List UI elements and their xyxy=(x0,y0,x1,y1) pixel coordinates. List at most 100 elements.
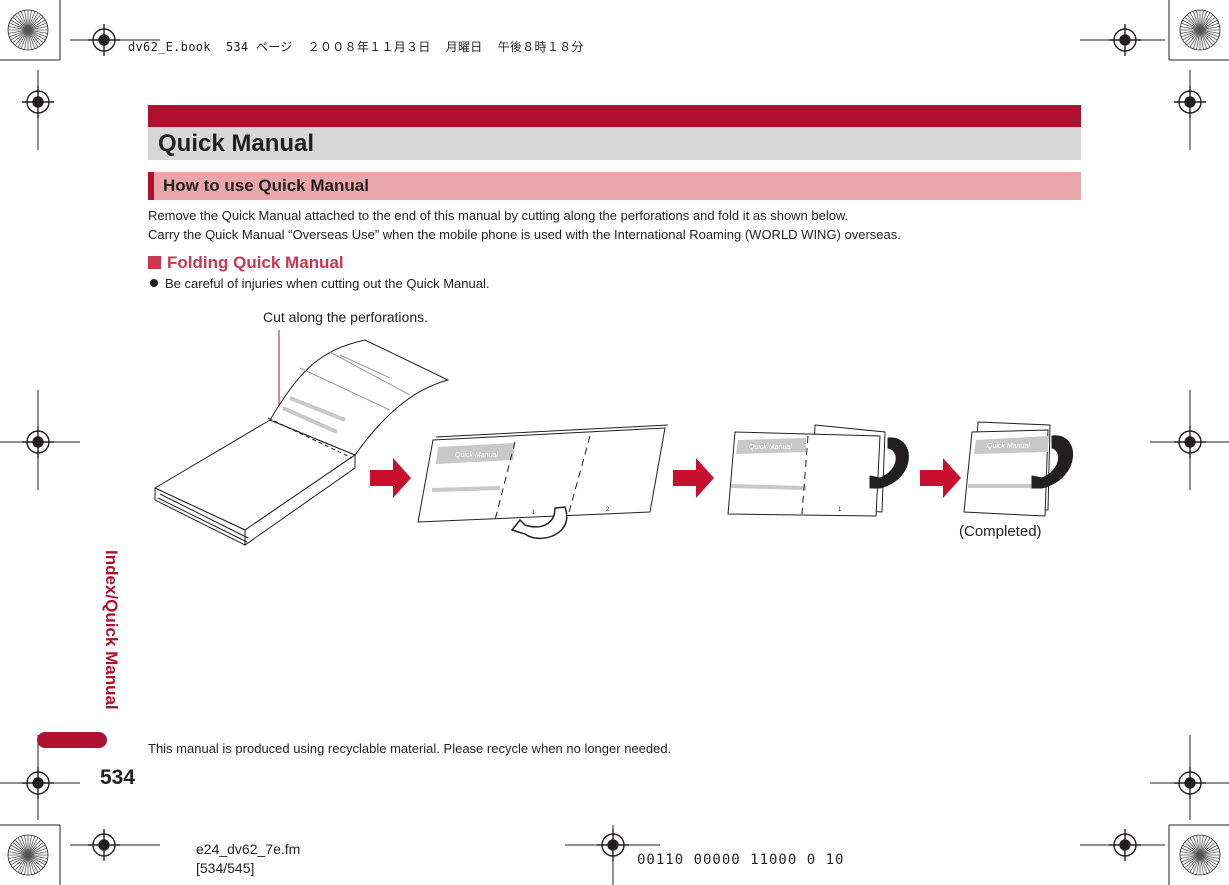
star-ray xyxy=(1199,29,1218,41)
footer-pages: [534/545] xyxy=(196,860,255,876)
fold-curl-arrow-icon xyxy=(510,506,568,540)
star-ray xyxy=(27,854,42,871)
star-ray xyxy=(8,851,29,856)
completed-label: (Completed) xyxy=(959,523,1042,540)
right-arrow-icon xyxy=(920,458,961,498)
star-ray xyxy=(27,29,42,46)
star-ray xyxy=(1192,854,1201,874)
star-ray xyxy=(27,14,42,31)
star-ray xyxy=(1199,29,1219,38)
manual-book-drawing xyxy=(153,339,450,546)
section-heading-text: Folding Quick Manual xyxy=(167,253,344,272)
star-ray xyxy=(14,839,29,856)
star-ray xyxy=(27,844,46,856)
star-ray xyxy=(1199,19,1218,31)
star-ray xyxy=(14,14,29,31)
star-ray xyxy=(27,29,46,41)
star-ray xyxy=(1184,841,1201,856)
star-ray xyxy=(1199,29,1220,34)
star-ray xyxy=(27,29,36,49)
star-ray xyxy=(1186,839,1201,856)
star-ray xyxy=(12,16,29,31)
star-ray xyxy=(27,16,44,31)
star-ray xyxy=(9,29,29,38)
star-ray xyxy=(1199,854,1214,871)
star-ray xyxy=(1189,837,1201,856)
star-ray xyxy=(20,836,29,856)
star-ray xyxy=(1199,854,1219,863)
star-ray xyxy=(14,29,29,46)
star-ray xyxy=(27,854,46,866)
star-ray xyxy=(10,19,29,31)
subtitle-bar-mark xyxy=(148,172,154,200)
star-ray xyxy=(1199,29,1214,46)
star-ray xyxy=(1186,14,1201,31)
page-title: Quick Manual xyxy=(158,130,315,157)
print-header: dv62_E.book 534 ページ ２００８年１１月３日 月曜日 午後８時１… xyxy=(128,40,584,54)
star-ray xyxy=(1199,29,1211,48)
star-ray xyxy=(12,841,29,856)
star-ray xyxy=(1199,854,1218,866)
star-ray xyxy=(1199,839,1214,856)
star-ray xyxy=(1196,29,1201,50)
fold-number-2: 2 xyxy=(606,507,610,513)
footer-filename: e24_dv62_7e.fm xyxy=(196,841,301,857)
star-ray xyxy=(24,10,29,31)
star-ray xyxy=(1181,22,1201,31)
star-ray xyxy=(1189,29,1201,48)
fold-number-3: 1 xyxy=(838,507,842,513)
booklet-label-1: Quick Manual xyxy=(455,452,498,459)
star-ray xyxy=(1180,29,1201,34)
subtitle-bar xyxy=(148,172,1081,200)
star-ray xyxy=(1199,12,1211,31)
title-accent-bar xyxy=(148,105,1081,127)
cut-label: Cut along the perforations. xyxy=(263,309,428,325)
star-ray xyxy=(9,22,29,31)
star-ray xyxy=(1199,837,1211,856)
footer-code: 00110 00000 11000 0 10 xyxy=(637,852,845,868)
star-ray xyxy=(1199,854,1220,859)
star-ray xyxy=(1189,854,1201,873)
square-bullet-icon xyxy=(148,256,161,269)
star-ray xyxy=(27,29,32,50)
arrow-icon-group xyxy=(370,458,961,498)
intro-line-1: Remove the Quick Manual attached to the … xyxy=(148,208,849,223)
star-ray xyxy=(1199,854,1208,874)
star-ray xyxy=(1199,847,1219,856)
star-ray xyxy=(1199,10,1204,31)
star-ray xyxy=(1199,844,1218,856)
star-ray xyxy=(27,854,47,863)
fold-back-arrow-icon-2 xyxy=(1031,435,1074,489)
star-ray xyxy=(27,19,46,31)
completed-booklet-drawing: Quick Manual xyxy=(963,421,1051,517)
star-ray xyxy=(27,839,42,856)
star-ray xyxy=(1199,26,1220,31)
star-ray xyxy=(1182,844,1201,856)
caution-bullet: Be careful of injuries when cutting out … xyxy=(150,276,489,291)
star-ray xyxy=(1180,851,1201,856)
star-ray xyxy=(1180,26,1201,31)
star-ray xyxy=(27,854,36,874)
star-ray xyxy=(27,26,48,31)
star-ray xyxy=(8,29,29,34)
star-ray xyxy=(27,854,32,875)
star-ray xyxy=(27,847,47,856)
star-ray xyxy=(20,854,29,874)
star-ray xyxy=(17,12,29,31)
star-ray xyxy=(1199,29,1208,49)
star-ray xyxy=(24,29,29,50)
title-bar xyxy=(148,127,1081,160)
page-number: 534 xyxy=(100,766,136,789)
star-ray xyxy=(1199,854,1216,869)
star-ray xyxy=(1181,854,1201,863)
star-ray xyxy=(1182,29,1201,41)
star-ray xyxy=(10,29,29,41)
star-ray xyxy=(1199,851,1220,856)
star-ray xyxy=(27,12,39,31)
star-ray xyxy=(10,844,29,856)
star-ray xyxy=(17,854,29,873)
star-ray xyxy=(27,29,48,34)
star-ray xyxy=(14,854,29,871)
